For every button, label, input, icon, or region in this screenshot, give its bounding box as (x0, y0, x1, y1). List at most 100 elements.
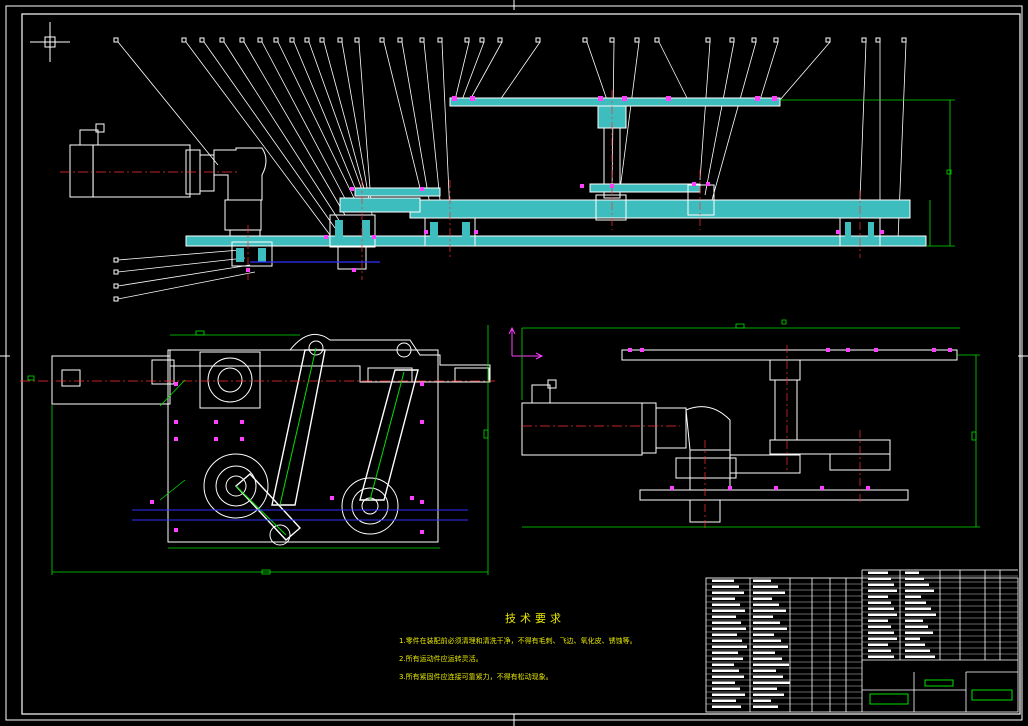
title-block-text-mark (712, 603, 740, 606)
front-center-lines (247, 90, 861, 280)
title-block-text-mark (712, 693, 745, 696)
tech-requirements-title: 技术要求 (505, 612, 565, 625)
title-block-text-mark (905, 643, 925, 646)
motor (69, 123, 267, 243)
leader-labels (113, 37, 907, 302)
title-block-text-mark (712, 681, 735, 684)
crosshair-cursor (30, 22, 70, 62)
title-block-text-mark (753, 585, 778, 588)
title-block-text-mark (712, 633, 737, 636)
title-block-text-mark (868, 589, 897, 592)
title-block (705, 569, 1019, 713)
title-block-text-mark (753, 663, 789, 666)
title-block-text-mark (753, 627, 787, 630)
title-block-text-mark (712, 705, 741, 708)
title-block-text-mark (868, 583, 894, 586)
title-block-text-mark (905, 583, 929, 586)
title-block-text-mark (712, 675, 744, 678)
title-block-rows (706, 569, 1018, 705)
title-block-text-mark (753, 645, 788, 648)
title-block-text-mark (905, 649, 930, 652)
title-block-text-mark (753, 705, 778, 708)
title-block-text-mark (868, 649, 891, 652)
title-block-text-mark (868, 625, 891, 628)
title-block-text-mark (712, 621, 741, 624)
title-block-text-mark (905, 619, 923, 622)
title-block-text-mark (753, 591, 785, 594)
title-block-text-mark (712, 669, 739, 672)
title-block-text-mark (868, 619, 888, 622)
title-block-text-mark (712, 615, 736, 618)
front-view (60, 37, 955, 302)
title-block-accents (869, 679, 1013, 705)
title-block-text-mark (712, 597, 735, 600)
bearing-blocks (231, 184, 881, 270)
title-block-text-mark (905, 571, 919, 574)
title-block-text-mark (753, 579, 771, 582)
title-block-text-mark (868, 601, 891, 604)
title-block-text-mark (753, 699, 771, 702)
left-bracket-plate (339, 197, 421, 213)
title-block-text-mark (905, 595, 921, 598)
title-block-text-mark (753, 669, 776, 672)
title-block-text-mark (868, 595, 888, 598)
title-block-text-mark (753, 657, 782, 660)
title-block-text-mark (712, 627, 746, 630)
top-arm (449, 97, 781, 107)
side-outline (521, 349, 958, 523)
title-block-text-mark (905, 655, 935, 658)
title-block-text-mark (753, 603, 779, 606)
link-bar (589, 183, 701, 193)
title-block-text-mark (712, 639, 742, 642)
linkage-arms (234, 349, 419, 541)
title-block-text-mark (868, 637, 897, 640)
middle-plate (409, 199, 911, 219)
title-block-text-mark (868, 613, 897, 616)
title-block-text-mark (753, 621, 780, 624)
side-fasteners (628, 348, 952, 490)
side-center-lines (704, 345, 861, 530)
title-block-text-marks (712, 571, 936, 708)
title-block-text-mark (753, 651, 775, 654)
tech-requirement-1: 1.零件在装配前必须清理和清洗干净，不得有毛刺、飞边、氧化皮、锈蚀等。 (399, 637, 637, 645)
title-block-text-mark (905, 577, 924, 580)
title-block-text-mark (712, 585, 739, 588)
title-block-text-mark (712, 687, 740, 690)
title-block-text-mark (868, 577, 891, 580)
plan-view (20, 325, 495, 575)
title-block-text-mark (905, 607, 931, 610)
bearing-sections (236, 220, 874, 262)
title-block-text-mark (905, 601, 926, 604)
side-dimensions (521, 319, 980, 528)
title-block-text-mark (712, 651, 738, 654)
title-block-text-mark (868, 655, 894, 658)
title-block-text-mark (712, 699, 736, 702)
title-block-text-mark (753, 687, 777, 690)
plan-blue-lines (132, 509, 468, 521)
tech-requirement-2: 2.所有运动件应运转灵活。 (399, 655, 483, 663)
front-dimensions (780, 99, 955, 247)
title-block-text-mark (905, 613, 936, 616)
title-block-text-mark (753, 681, 790, 684)
title-block-text-mark (753, 597, 772, 600)
title-block-text-mark (753, 639, 781, 642)
title-block-text-mark (753, 615, 773, 618)
tech-requirement-3: 3.所有紧固件应连接可靠紧力，不得有松动现象。 (399, 673, 553, 681)
title-block-text-mark (868, 643, 888, 646)
title-block-text-mark (753, 693, 784, 696)
side-view (508, 319, 980, 530)
title-block-text-mark (753, 633, 774, 636)
plan-dimensions (27, 325, 489, 575)
title-block-text-mark (712, 609, 745, 612)
title-block-text-mark (712, 663, 734, 666)
axis-indicator (508, 326, 544, 360)
plan-fasteners (150, 382, 424, 534)
title-block-text-mark (753, 675, 783, 678)
title-block-text-mark (712, 591, 744, 594)
title-block-text-mark (905, 625, 928, 628)
title-block-text-mark (868, 607, 894, 610)
title-block-text-mark (868, 631, 894, 634)
title-block-text-mark (905, 637, 920, 640)
